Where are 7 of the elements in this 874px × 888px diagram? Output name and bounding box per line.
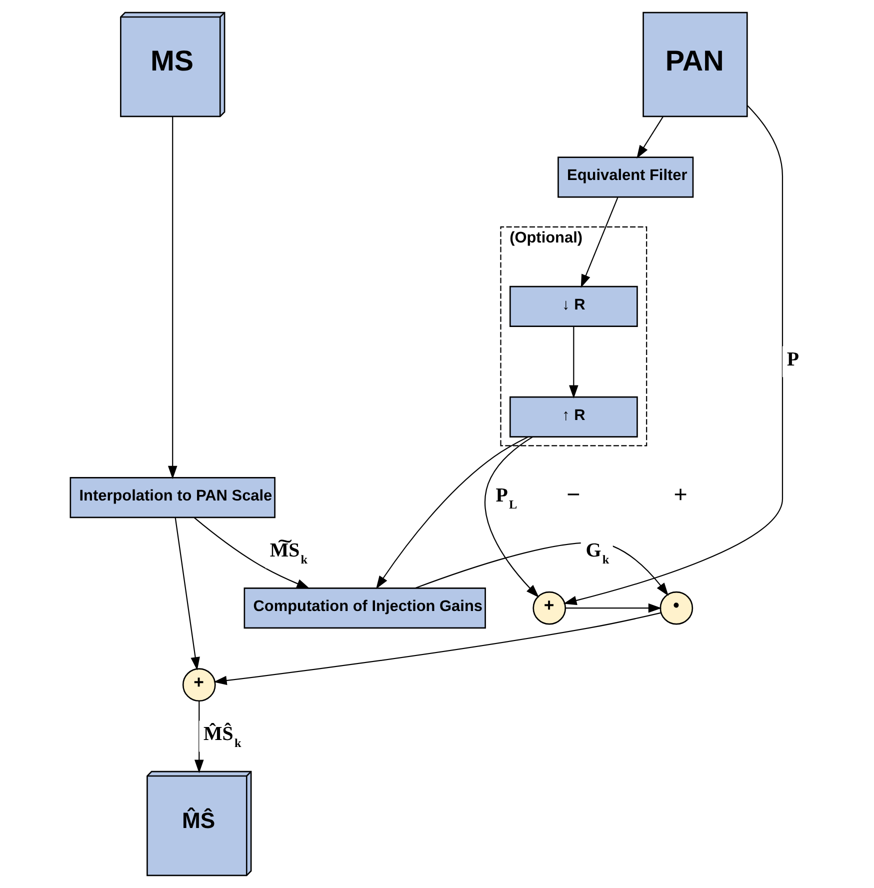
edge-label: P$_{L}$	[495, 484, 517, 512]
label: +	[673, 482, 688, 509]
edge-label: M̂Ŝ$_{k}$	[203, 722, 241, 750]
edge-label: G$_{k}$	[585, 540, 609, 567]
label: −	[566, 482, 580, 509]
edge-label: P	[786, 348, 799, 370]
edge-label: M͠S$_{k}$	[269, 540, 308, 567]
